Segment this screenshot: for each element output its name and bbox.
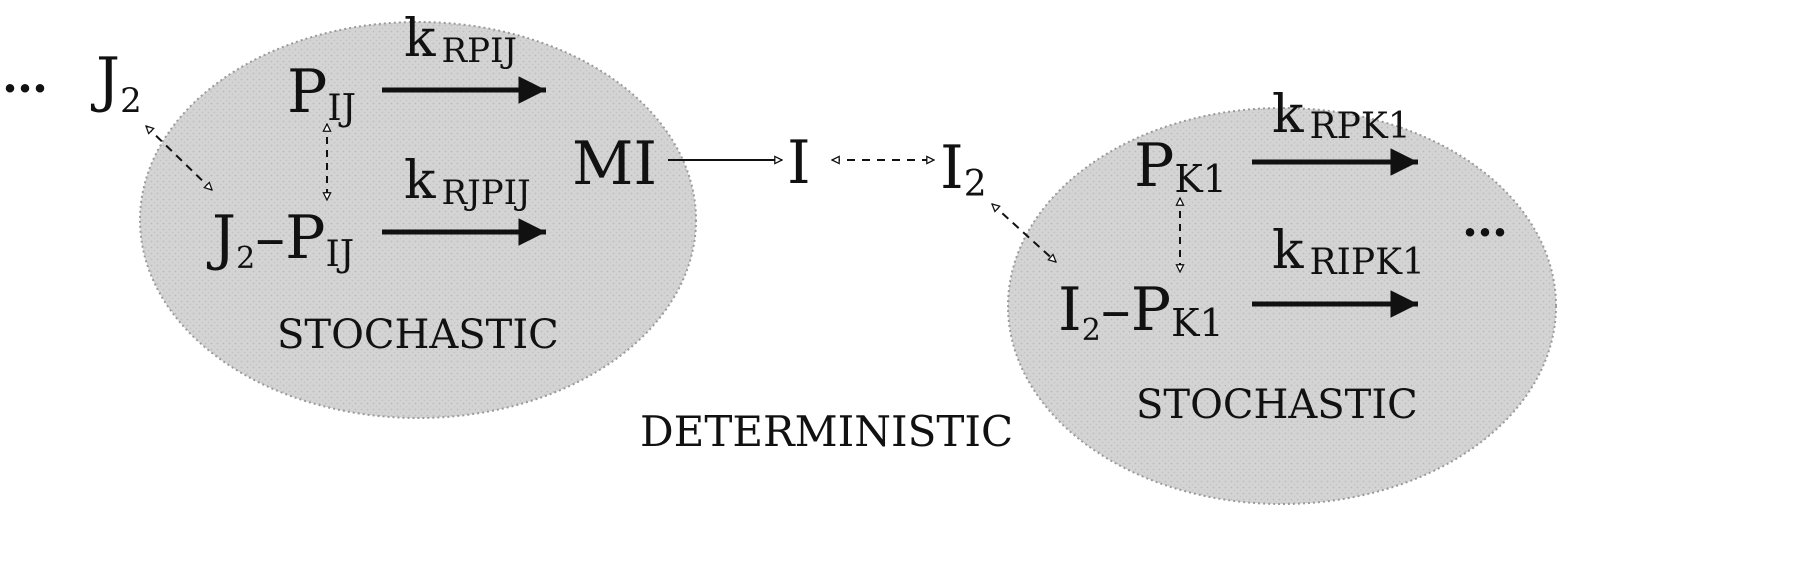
species-i2-p-k1: I2–PK1 bbox=[1058, 275, 1224, 348]
left-stochastic-ellipse bbox=[139, 21, 697, 419]
binding-arrow-i2-diagonal bbox=[992, 204, 1056, 262]
species-p-k1: PK1 bbox=[1134, 131, 1227, 201]
mi-label: MI bbox=[572, 129, 657, 199]
i2-label: I2 bbox=[940, 133, 987, 205]
left-stochastic-label: STOCHASTIC bbox=[277, 312, 559, 358]
species-p-ij: PIJ bbox=[287, 57, 356, 129]
right-ellipsis: … bbox=[1462, 193, 1508, 247]
right-stochastic-label: STOCHASTIC bbox=[1136, 382, 1418, 428]
binding-arrow-j2-diagonal bbox=[146, 126, 212, 190]
left-ellipsis: … bbox=[2, 49, 48, 103]
external-j2: J2 bbox=[90, 45, 142, 121]
i-label: I bbox=[787, 128, 811, 198]
deterministic-label: DETERMINISTIC bbox=[640, 407, 1013, 456]
